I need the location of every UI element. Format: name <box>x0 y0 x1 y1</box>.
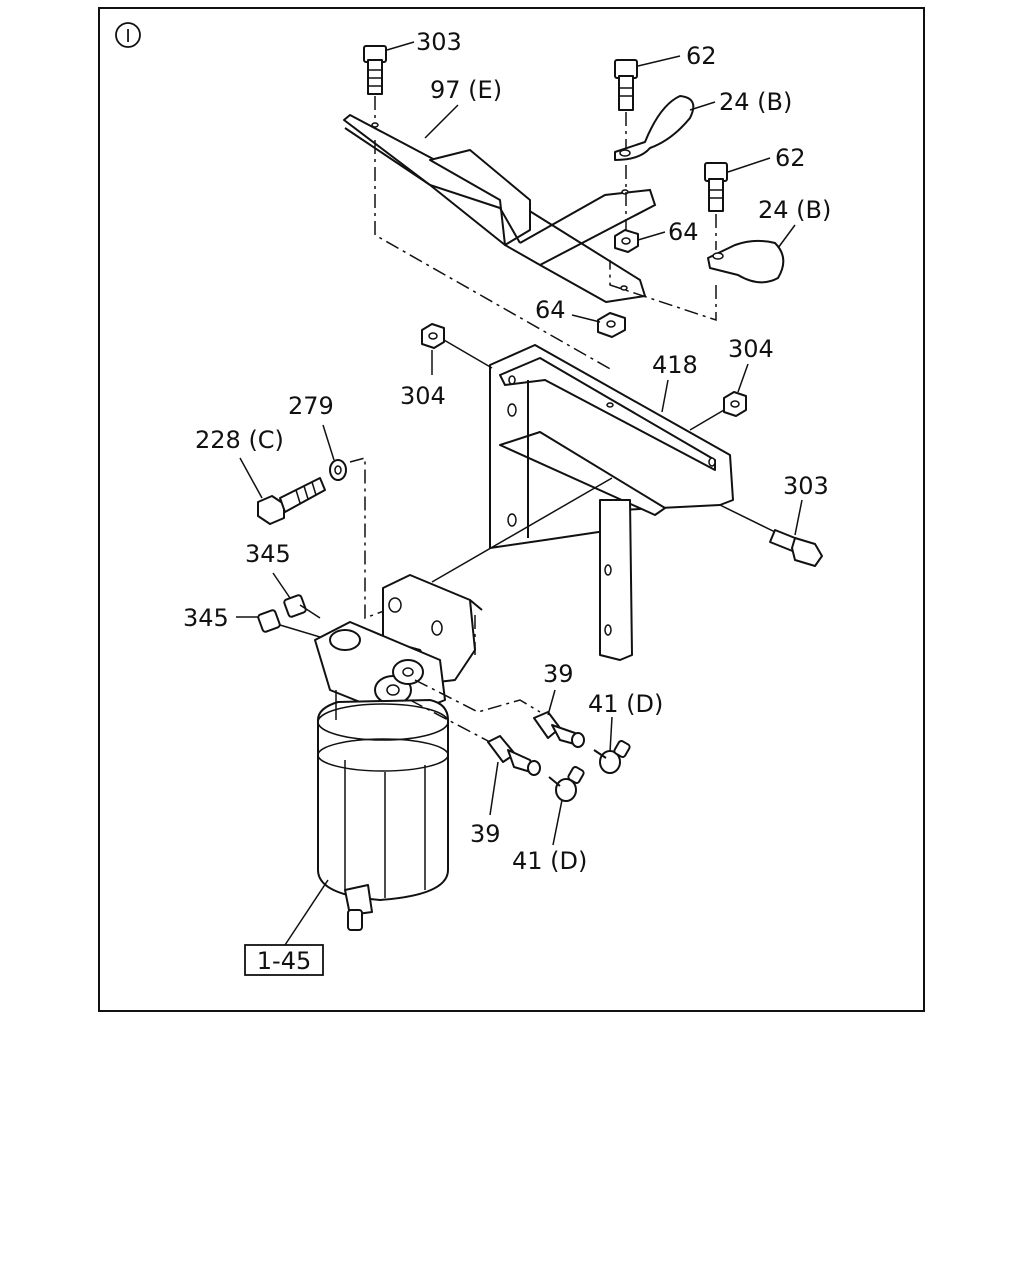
clamp-24b-b <box>707 239 785 284</box>
label-304-left: 304 <box>400 382 446 410</box>
part-labels: 303 97 (E) 62 24 (B) 62 24 (B) 64 64 304… <box>183 28 831 976</box>
label-24b-a: 24 (B) <box>719 88 792 116</box>
bolt-62-b <box>704 162 728 250</box>
label-64-a: 64 <box>668 218 699 246</box>
bolt-228c <box>257 477 326 525</box>
label-39-b: 39 <box>470 820 501 848</box>
label-97e: 97 (E) <box>430 76 502 104</box>
label-303-top: 303 <box>416 28 462 56</box>
align-line-clamp <box>609 260 717 322</box>
label-279: 279 <box>288 392 334 420</box>
bolt-303-right <box>719 504 823 567</box>
fuel-filter-bowl <box>317 690 449 931</box>
nut-304-left <box>421 323 493 369</box>
clamp-24b-a <box>614 95 695 161</box>
clip-41d-upper <box>593 740 631 774</box>
label-418: 418 <box>652 351 698 379</box>
label-39-a: 39 <box>543 660 574 688</box>
label-62-a: 62 <box>686 42 717 70</box>
label-41d-b: 41 (D) <box>512 847 587 875</box>
label-24b-b: 24 (B) <box>758 196 831 224</box>
fitting-39-lower <box>409 699 541 776</box>
align-line-97e <box>374 140 613 371</box>
leader-lines <box>236 41 803 946</box>
diagram-frame <box>98 7 925 1012</box>
nut-64-b <box>597 312 626 338</box>
label-41d-a: 41 (D) <box>588 690 663 718</box>
bracket-418 <box>489 344 734 661</box>
plug-345-a <box>283 594 321 619</box>
bolt-62-a <box>614 59 638 230</box>
label-1-45: 1-45 <box>257 947 311 975</box>
fitting-39-upper <box>414 679 585 748</box>
label-345-a: 345 <box>245 540 291 568</box>
bolt-303-top <box>363 45 387 118</box>
label-1-45-box <box>244 944 324 976</box>
nut-304-right <box>689 391 747 431</box>
view-marker: I <box>115 22 141 48</box>
clip-41d-lower <box>548 766 585 802</box>
view-marker-text: I <box>125 26 130 47</box>
label-64-b: 64 <box>535 296 566 324</box>
washer-279 <box>329 457 393 620</box>
label-304-right: 304 <box>728 335 774 363</box>
label-62-b: 62 <box>775 144 806 172</box>
bracket-97e <box>343 114 657 303</box>
fuel-filter-head <box>314 477 613 719</box>
nut-64-a <box>614 229 639 253</box>
label-228c: 228 (C) <box>195 426 284 454</box>
label-303-right: 303 <box>783 472 829 500</box>
label-345-b: 345 <box>183 604 229 632</box>
